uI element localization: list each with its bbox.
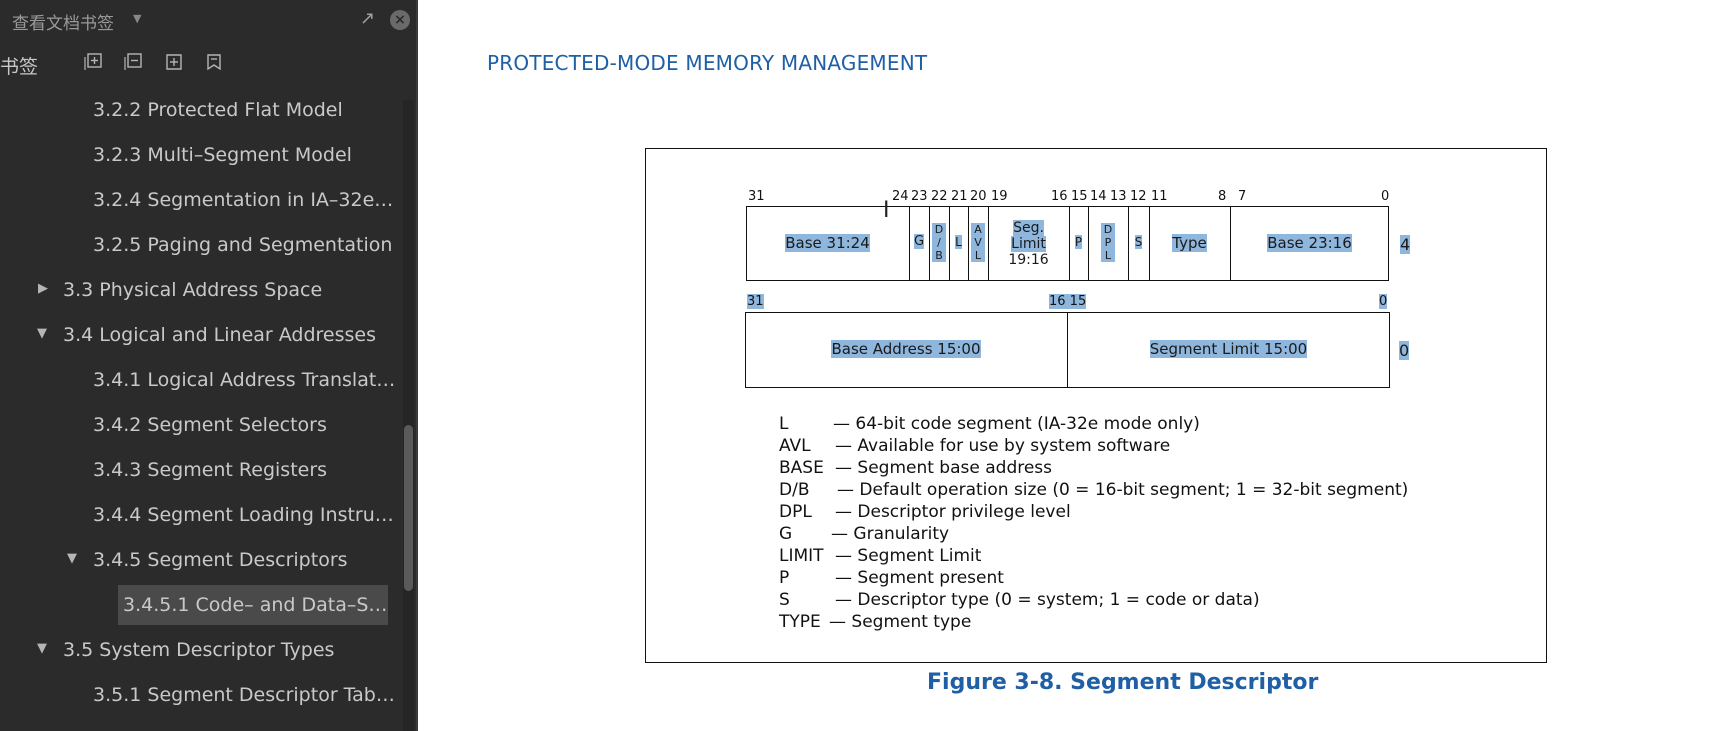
bit-number: 16 — [1051, 189, 1068, 204]
bookmark-toolbar: 书签 — [0, 48, 416, 82]
dword-offset-label: 0 — [1399, 341, 1410, 360]
bookmark-item[interactable]: 3.2.3 Multi–Segment Model — [0, 135, 400, 175]
field-seg-limit-19-16: Seg. Limit 19:16 — [1008, 220, 1049, 268]
bookmark-item-label: 3.2.3 Multi–Segment Model — [93, 144, 352, 166]
field-base-23-16: Base 23:16 — [1267, 234, 1352, 252]
field-divider — [988, 206, 989, 281]
bookmark-item-label: 3.3 Physical Address Space — [63, 279, 323, 301]
bookmark-item-label: 3.4.4 Segment Loading Instru… — [93, 504, 394, 526]
bit-number: 22 — [931, 189, 948, 204]
field-divider — [929, 206, 930, 281]
sidebar-header: 查看文档书签 ▼ ↗ × — [0, 0, 416, 40]
bit-number: 31 — [747, 294, 764, 309]
bookmark-item[interactable]: ▼ 3.5 System Descriptor Types — [0, 630, 400, 670]
field-divider — [949, 206, 950, 281]
bookmark-item-label: 3.5 System Descriptor Types — [63, 639, 335, 661]
sidebar-scrollbar-track[interactable] — [403, 100, 414, 731]
bit-number: 7 — [1238, 189, 1247, 204]
bit-number: 31 — [748, 189, 765, 204]
bit-number: 24 — [892, 189, 909, 204]
bookmark-item-label: 3.2.4 Segmentation in IA–32e… — [93, 189, 394, 211]
bit-number: 15 — [1071, 189, 1088, 204]
figure-caption: Figure 3-8. Segment Descriptor — [927, 670, 1319, 695]
bookmark-item-label: 3.4.2 Segment Selectors — [93, 414, 327, 436]
collapse-all-icon[interactable] — [124, 52, 144, 72]
bit-number: 14 — [1090, 189, 1107, 204]
bookmark-item-label: 3.2.5 Paging and Segmentation — [93, 234, 393, 256]
page-running-header: PROTECTED-MODE MEMORY MANAGEMENT — [487, 51, 928, 75]
bit-number: 21 — [951, 189, 968, 204]
bit-number: 23 — [911, 189, 928, 204]
bookmark-item-label: 3.4 Logical and Linear Addresses — [63, 324, 377, 346]
field-divider — [1149, 206, 1150, 281]
bookmark-item-selected[interactable]: 3.4.5.1 Code– and Data–S… — [0, 585, 400, 625]
bookmark-item[interactable]: 3.2.4 Segmentation in IA–32e… — [0, 180, 400, 220]
field-type: Type — [1172, 234, 1207, 252]
bookmark-icon[interactable] — [204, 52, 224, 72]
expand-arrow-icon[interactable]: ▼ — [67, 551, 77, 566]
text-cursor-icon: I — [883, 198, 890, 223]
dropdown-caret-icon[interactable]: ▼ — [133, 12, 142, 25]
sidebar-scrollbar-thumb[interactable] — [404, 425, 413, 591]
add-bookmark-icon[interactable] — [164, 52, 184, 72]
expand-arrow-icon[interactable]: ▼ — [37, 326, 47, 341]
bookmark-item[interactable]: ▼ 3.4.5 Segment Descriptors — [0, 540, 400, 580]
bookmark-item[interactable]: 3.4.3 Segment Registers — [0, 450, 400, 490]
bookmark-item[interactable]: 3.5.1 Segment Descriptor Tab… — [0, 675, 400, 715]
bookmark-item-label: 3.5.1 Segment Descriptor Tab… — [93, 684, 395, 706]
bookmark-item[interactable]: 3.2.5 Paging and Segmentation — [0, 225, 400, 265]
figure-frame — [645, 148, 1547, 663]
expand-all-icon[interactable] — [84, 52, 104, 72]
field-divider — [909, 206, 910, 281]
field-divider — [968, 206, 969, 281]
close-icon[interactable]: × — [390, 10, 410, 30]
bookmark-item[interactable]: ▶ 3.3 Physical Address Space — [0, 270, 400, 310]
bookmark-item[interactable]: 3.4.4 Segment Loading Instru… — [0, 495, 400, 535]
bit-number: 13 — [1110, 189, 1127, 204]
bit-number: 0 — [1379, 294, 1388, 309]
field-d-b: D/B — [932, 223, 946, 262]
bit-number: 12 — [1130, 189, 1147, 204]
expand-arrow-icon[interactable]: ▶ — [38, 281, 48, 296]
bookmark-label: 书签 — [0, 56, 39, 78]
bit-number: 11 — [1151, 189, 1168, 204]
bookmark-item[interactable]: 3.2.2 Protected Flat Model — [0, 90, 400, 130]
bit-number: 19 — [991, 189, 1008, 204]
field-divider — [1128, 206, 1129, 281]
sidebar-title[interactable]: 查看文档书签 — [12, 14, 114, 34]
bit-number: 0 — [1381, 189, 1390, 204]
bookmark-item-label: 3.4.5.1 Code– and Data–S… — [123, 594, 388, 616]
field-divider — [1067, 312, 1068, 388]
bookmark-item[interactable]: ▼ 3.4 Logical and Linear Addresses — [0, 315, 400, 355]
bit-number: 16 15 — [1049, 294, 1087, 309]
bookmark-sidebar: 查看文档书签 ▼ ↗ × 书签 3.2.2 Protected Flat Mod… — [0, 0, 418, 731]
bookmark-item-label: 3.4.5 Segment Descriptors — [93, 549, 348, 571]
field-divider — [1088, 206, 1089, 281]
expand-arrow-icon[interactable]: ▼ — [37, 641, 47, 656]
field-divider — [1069, 206, 1070, 281]
dword-offset-label: 4 — [1400, 235, 1411, 254]
field-divider — [1230, 206, 1231, 281]
field-p: P — [1074, 235, 1083, 249]
bookmark-item-label: 3.2.2 Protected Flat Model — [93, 99, 343, 121]
field-base-address-15-00: Base Address 15:00 — [831, 340, 981, 358]
bit-number: 8 — [1218, 189, 1227, 204]
field-s: S — [1134, 235, 1143, 249]
pop-out-icon[interactable]: ↗ — [360, 8, 376, 29]
bookmark-item[interactable]: 3.4.2 Segment Selectors — [0, 405, 400, 445]
descriptor-upper-dword — [746, 206, 1389, 281]
field-l: L — [955, 235, 962, 249]
bit-number: 20 — [970, 189, 987, 204]
field-g: G — [913, 234, 925, 249]
bookmark-item-label: 3.4.3 Segment Registers — [93, 459, 328, 481]
bookmark-item-label: 3.4.1 Logical Address Translat… — [93, 369, 396, 391]
field-base-31-24: Base 31:24 — [785, 234, 870, 252]
bookmark-item[interactable]: 3.4.1 Logical Address Translat… — [0, 360, 400, 400]
field-segment-limit-15-00: Segment Limit 15:00 — [1149, 340, 1308, 358]
selection-highlight — [118, 585, 388, 625]
